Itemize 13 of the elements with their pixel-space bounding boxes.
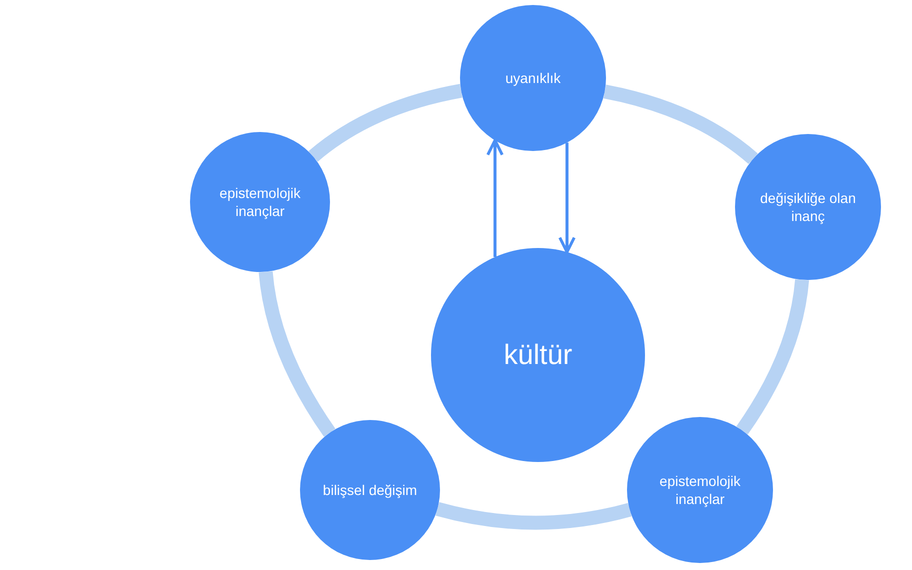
arrow xyxy=(558,142,576,254)
connector-arc xyxy=(258,271,336,437)
node-label: değişikliğe olan inanç xyxy=(759,188,857,226)
connector-arc xyxy=(436,502,632,530)
connector-arc xyxy=(603,84,758,164)
node-label: kültür xyxy=(504,338,572,372)
connector-arc xyxy=(308,84,462,162)
node-label: uyanıklık xyxy=(505,68,561,88)
arrow xyxy=(486,138,504,258)
node-label: epistemolojik inançlar xyxy=(658,472,742,508)
node-label: bilişsel değişim xyxy=(322,480,418,500)
connector-arc xyxy=(736,279,810,434)
node-label: epistemolojik inançlar xyxy=(218,184,302,220)
